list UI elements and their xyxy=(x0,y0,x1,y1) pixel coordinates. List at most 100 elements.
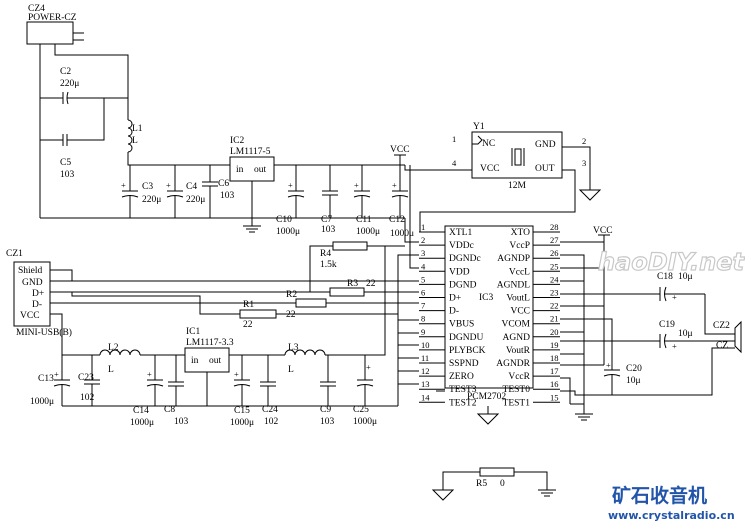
c3-ref: C3 xyxy=(142,182,153,192)
c10-ref: C10 xyxy=(276,215,292,225)
c15-value: 1000μ xyxy=(230,418,254,428)
y1-out: OUT xyxy=(535,164,555,174)
pin-number: 3 xyxy=(421,248,425,258)
pin-name: VoutL xyxy=(506,294,530,304)
l3-ref: L3 xyxy=(288,343,299,353)
pin-name: AGNDP xyxy=(497,254,530,264)
pin-number: 10 xyxy=(421,340,430,350)
r1-value: 22 xyxy=(243,320,253,330)
c5-capacitor: C5 103 xyxy=(55,134,75,180)
c12-capacitor: + C12 1000μ xyxy=(389,165,414,239)
ic1-regulator: in out IC1 LM1117-3.3 xyxy=(184,327,234,406)
ground-symbol xyxy=(538,489,556,497)
ic2-part: LM1117-5 xyxy=(230,147,271,157)
pin-name: VBUS xyxy=(449,320,474,330)
ic1-ref: IC1 xyxy=(186,327,201,337)
r2-value: 22 xyxy=(286,310,296,320)
ic3-pcm2702: 1XTL12VDDc3DGNDc4VDD5DGND6D+7D-8VBUS9DGN… xyxy=(419,222,560,408)
pin-number: 22 xyxy=(550,301,559,311)
r4-value: 1.5k xyxy=(320,260,337,270)
pin-name: DGNDc xyxy=(449,254,481,264)
pin-number: 4 xyxy=(421,261,426,271)
cz1-usb-connector: CZ1 Shield GND D+ D- VCC MINI-USB(B) xyxy=(6,249,72,338)
c5-ref: C5 xyxy=(60,158,71,168)
pin-number: 11 xyxy=(421,353,429,363)
pin-number: 23 xyxy=(550,288,559,298)
ic2-in-label: in xyxy=(236,165,244,175)
pin-name: ZERO xyxy=(449,372,474,382)
svg-text:1: 1 xyxy=(452,134,456,144)
c11-value: 1000μ xyxy=(356,227,380,237)
pin-number: 17 xyxy=(550,366,559,376)
c15-capacitor: + C15 1000μ xyxy=(230,355,254,428)
c7-capacitor: C7 103 xyxy=(321,165,338,235)
c18-capacitor: + C18 10μ xyxy=(657,272,705,302)
y1-nc: NC xyxy=(482,139,495,149)
r4-resistor: R4 1.5k xyxy=(309,241,405,292)
r1-ref: R1 xyxy=(243,300,254,310)
pin-name: VccP xyxy=(509,241,530,251)
ic1-out-label: out xyxy=(209,356,222,366)
c2-ref: C2 xyxy=(60,67,71,77)
svg-text:D+: D+ xyxy=(32,289,44,299)
y1-vcc: VCC xyxy=(480,164,500,174)
c10-value: 1000μ xyxy=(276,227,300,237)
pin-name: TEST3 xyxy=(449,385,477,395)
c20-value: 10μ xyxy=(626,376,641,386)
c23-capacitor: C23 102 xyxy=(78,355,100,406)
ic2-ref: IC2 xyxy=(230,136,245,146)
c2-capacitor: C2 220μ xyxy=(55,67,79,105)
c8-value: 103 xyxy=(174,417,189,427)
r5-ref: R5 xyxy=(476,479,487,489)
l3-value: L xyxy=(288,365,294,375)
r1-resistor: R1 22 xyxy=(71,292,398,330)
svg-text:Shield: Shield xyxy=(18,266,43,276)
svg-text:3: 3 xyxy=(582,158,586,168)
c14-capacitor: + C14 1000μ xyxy=(130,355,164,428)
pin-name: XTO xyxy=(511,228,530,238)
pin-name: DGND xyxy=(449,280,477,290)
ground-symbol xyxy=(476,406,500,425)
l2-value: L xyxy=(108,365,114,375)
pin-number: 15 xyxy=(550,392,559,402)
y1-value: 12M xyxy=(508,181,527,191)
cz4-ref: CZ4 xyxy=(28,4,45,14)
svg-text:+: + xyxy=(366,362,371,372)
svg-text:+: + xyxy=(121,180,126,190)
ground-symbol xyxy=(578,189,602,201)
c12-value: 1000μ xyxy=(390,229,414,239)
ic3-ref: IC3 xyxy=(479,293,494,303)
pin-number: 27 xyxy=(550,235,559,245)
c3-capacitor: + C3 220μ xyxy=(121,165,161,218)
pin-name: VCOM xyxy=(501,320,530,330)
y1-gnd: GND xyxy=(535,140,556,150)
c18-ref: C18 xyxy=(657,272,673,282)
pin-name: VccR xyxy=(508,372,530,382)
c24-ref: C24 xyxy=(262,405,278,415)
ground-symbol xyxy=(431,489,455,501)
l2-ref: L2 xyxy=(108,343,119,353)
c9-capacitor: C9 103 xyxy=(320,355,336,427)
svg-text:+: + xyxy=(392,180,397,190)
svg-text:+: + xyxy=(54,369,59,379)
c6-value: 103 xyxy=(220,191,235,201)
cz1-name: MINI-USB(B) xyxy=(16,327,72,338)
c9-ref: C9 xyxy=(320,405,331,415)
c15-ref: C15 xyxy=(234,406,250,416)
pin-name: XTL1 xyxy=(449,228,472,238)
c14-value: 1000μ xyxy=(130,418,154,428)
cz2-name: CZ xyxy=(716,341,728,351)
pin-number: 19 xyxy=(550,340,559,350)
c4-value: 220μ xyxy=(186,195,205,205)
